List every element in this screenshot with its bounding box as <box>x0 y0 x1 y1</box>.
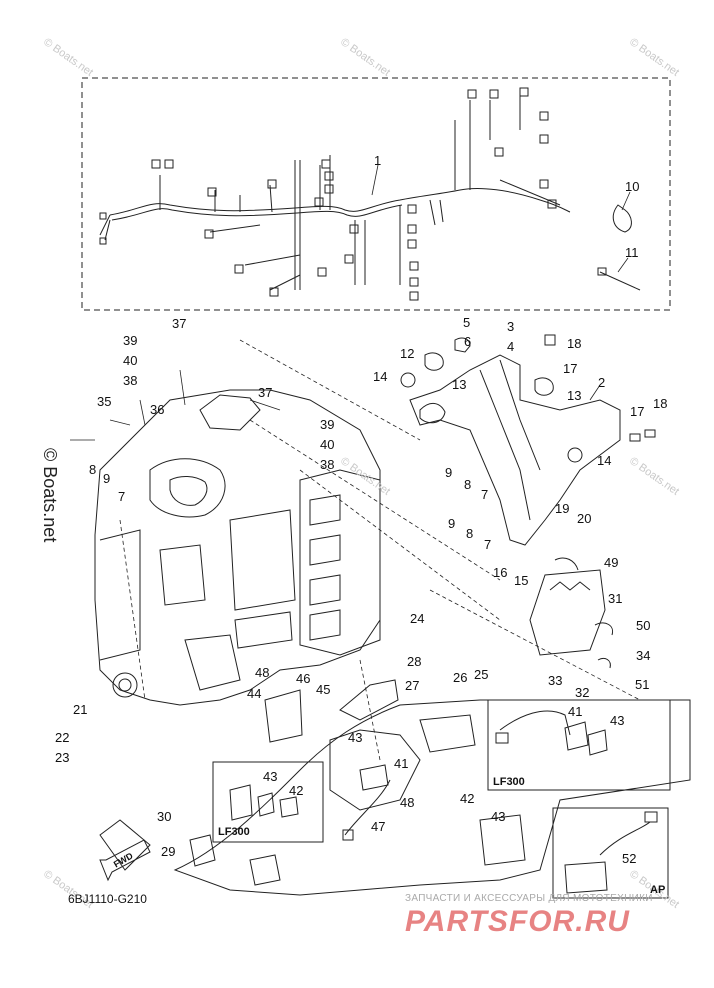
callout-16: 16 <box>493 565 508 580</box>
callout-17: 17 <box>563 361 578 376</box>
callout-40: 40 <box>320 437 335 452</box>
callout-36: 36 <box>150 402 165 417</box>
callout-26: 26 <box>453 670 468 685</box>
callout-14: 14 <box>597 453 612 468</box>
callout-13: 13 <box>567 388 582 403</box>
callout-14: 14 <box>373 369 388 384</box>
callout-43: 43 <box>263 769 278 784</box>
callout-51: 51 <box>635 677 650 692</box>
harness-plate-drawing <box>529 557 614 669</box>
callout-12: 12 <box>400 346 415 361</box>
callout-8: 8 <box>89 462 97 477</box>
bracket-assembly-drawing <box>400 334 656 546</box>
callout-30: 30 <box>157 809 172 824</box>
bottom-cowling-drawing <box>99 679 691 896</box>
callout-50: 50 <box>636 618 651 633</box>
leader-lines <box>70 164 641 761</box>
callout-3: 3 <box>507 319 515 334</box>
callout-11: 11 <box>625 245 639 260</box>
callout-17: 17 <box>630 404 645 419</box>
callout-7: 7 <box>484 537 492 552</box>
watermark-side: © Boats.net <box>40 448 60 543</box>
callout-22: 22 <box>55 730 70 745</box>
callout-28: 28 <box>407 654 422 669</box>
callout-49: 49 <box>604 555 619 570</box>
callout-43: 43 <box>610 713 625 728</box>
inset-lf300-right-box <box>487 699 671 791</box>
callout-15: 15 <box>514 573 529 588</box>
callout-48: 48 <box>400 795 415 810</box>
callout-27: 27 <box>405 678 420 693</box>
callout-29: 29 <box>161 844 176 859</box>
callout-1: 1 <box>374 153 382 168</box>
callout-18: 18 <box>653 396 668 411</box>
callout-46: 46 <box>296 671 311 686</box>
callout-10: 10 <box>625 179 640 194</box>
callout-37: 37 <box>172 316 187 331</box>
shop-logo: PARTSFOR.RU <box>405 905 630 938</box>
callout-37: 37 <box>258 385 273 400</box>
callout-32: 32 <box>575 685 590 700</box>
callout-19: 19 <box>555 501 570 516</box>
callout-25: 25 <box>474 667 489 682</box>
callout-40: 40 <box>123 353 138 368</box>
callout-47: 47 <box>371 819 386 834</box>
inset-ap-box <box>552 807 669 899</box>
callout-13: 13 <box>452 377 467 392</box>
callout-41: 41 <box>394 756 409 771</box>
inset-label-ap: AP <box>650 884 666 896</box>
callout-7: 7 <box>481 487 489 502</box>
fwd-arrow-icon <box>99 839 151 882</box>
callout-42: 42 <box>460 791 475 806</box>
callout-34: 34 <box>636 648 651 663</box>
inset-label-lf300-right: LF300 <box>493 776 525 788</box>
harness-dashed-box <box>81 77 671 311</box>
callout-48: 48 <box>255 665 270 680</box>
callout-44: 44 <box>247 686 262 701</box>
callout-38: 38 <box>320 457 335 472</box>
inset-parts-drawing <box>229 710 658 894</box>
callout-9: 9 <box>448 516 456 531</box>
callout-6: 6 <box>464 334 472 349</box>
callout-2: 2 <box>598 375 606 390</box>
callout-42: 42 <box>289 783 304 798</box>
callout-7: 7 <box>118 489 126 504</box>
shop-tagline: ЗАПЧАСТИ И АКСЕССУАРЫ ДЛЯ МОТОТЕХНИКИ <box>405 893 653 904</box>
callout-18: 18 <box>567 336 582 351</box>
callout-43: 43 <box>348 730 363 745</box>
callout-8: 8 <box>464 477 472 492</box>
callout-9: 9 <box>445 465 453 480</box>
callout-23: 23 <box>55 750 70 765</box>
wire-harness-drawing <box>99 87 641 301</box>
callout-41: 41 <box>568 704 583 719</box>
callout-5: 5 <box>463 315 471 330</box>
inset-label-lf300-left: LF300 <box>218 826 250 838</box>
drawing-code: 6BJ1110-G210 <box>68 892 147 906</box>
callout-24: 24 <box>410 611 425 626</box>
callout-39: 39 <box>320 417 335 432</box>
callout-9: 9 <box>103 471 111 486</box>
callout-21: 21 <box>73 702 88 717</box>
callout-45: 45 <box>316 682 331 697</box>
callout-39: 39 <box>123 333 138 348</box>
callout-52: 52 <box>622 851 637 866</box>
callout-4: 4 <box>507 339 515 354</box>
callout-38: 38 <box>123 373 138 388</box>
callout-8: 8 <box>466 526 474 541</box>
callout-43: 43 <box>491 809 506 824</box>
callout-33: 33 <box>548 673 563 688</box>
inset-lf300-left-box <box>212 761 324 843</box>
callout-20: 20 <box>577 511 592 526</box>
engine-block-drawing <box>94 389 381 706</box>
callout-35: 35 <box>97 394 112 409</box>
callout-31: 31 <box>608 591 623 606</box>
